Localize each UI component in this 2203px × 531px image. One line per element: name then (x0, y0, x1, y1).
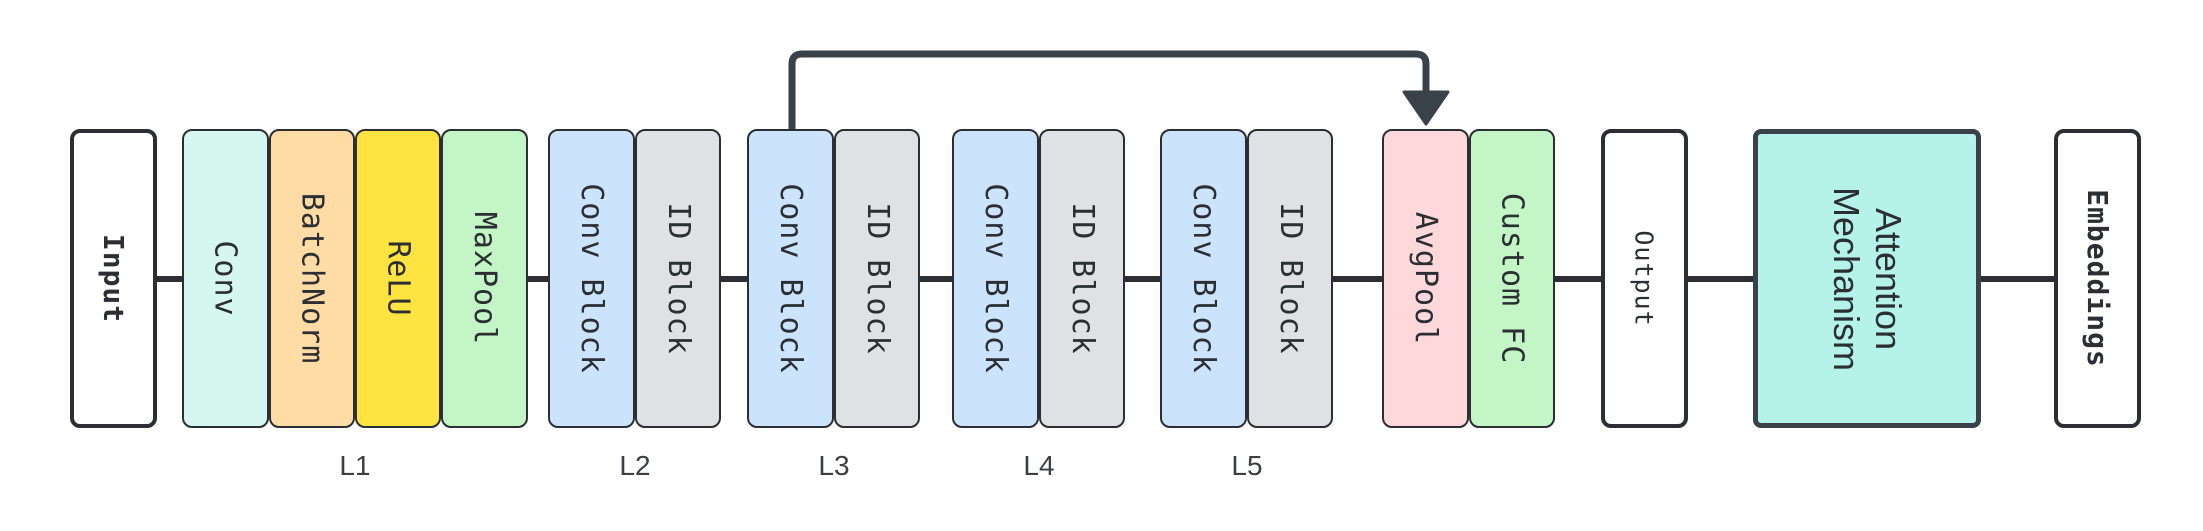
l4-conv-block: Conv Block (952, 129, 1039, 428)
maxpool-block: MaxPool (441, 129, 528, 428)
custom-fc-label: Custom FC (1494, 192, 1530, 365)
relu-label: ReLU (380, 240, 416, 317)
group-label-l5: L5 (1231, 450, 1263, 481)
relu-block: ReLU (355, 129, 441, 428)
embeddings-label: Embeddings (2081, 189, 2115, 368)
l4-id-block: ID Block (1039, 129, 1125, 428)
conv-block: Conv (182, 129, 269, 428)
batchnorm-label: BatchNorm (294, 192, 330, 365)
batchnorm-block: BatchNorm (269, 129, 355, 428)
embeddings-block: Embeddings (2054, 129, 2141, 428)
l5-conv-block: Conv Block (1160, 129, 1247, 428)
attention-mechanism-label: Attention Mechanism (1826, 186, 1909, 371)
l3-conv-label: Conv Block (773, 183, 808, 374)
l3-id-label: ID Block (859, 202, 895, 355)
skip-connection-line (788, 50, 1430, 129)
l3-conv-block: Conv Block (747, 129, 834, 428)
group-label-l4: L4 (1023, 450, 1055, 481)
maxpool-label: MaxPool (467, 211, 502, 346)
custom-fc-block: Custom FC (1469, 129, 1555, 428)
l2-conv-block: Conv Block (548, 129, 635, 428)
output-block: Output (1601, 129, 1688, 428)
l4-id-label: ID Block (1064, 202, 1100, 355)
l2-id-block: ID Block (635, 129, 721, 428)
output-label: Output (1630, 230, 1659, 327)
l5-id-label: ID Block (1272, 202, 1308, 355)
input-label: Input (97, 233, 131, 324)
l5-id-block: ID Block (1247, 129, 1333, 428)
avgpool-label: AvgPool (1408, 211, 1443, 346)
skip-arrow-head-icon (1402, 90, 1450, 126)
attention-mechanism-block: Attention Mechanism (1753, 129, 1981, 428)
l4-conv-label: Conv Block (978, 183, 1013, 374)
input-block: Input (70, 129, 157, 428)
l2-conv-label: Conv Block (574, 183, 609, 374)
avgpool-block: AvgPool (1382, 129, 1469, 428)
l2-id-label: ID Block (660, 202, 696, 355)
l3-id-block: ID Block (834, 129, 920, 428)
group-label-l2: L2 (619, 450, 651, 481)
group-label-l1: L1 (339, 450, 371, 481)
group-label-l3: L3 (818, 450, 850, 481)
conv-label: Conv (208, 240, 243, 317)
l5-conv-label: Conv Block (1186, 183, 1221, 374)
